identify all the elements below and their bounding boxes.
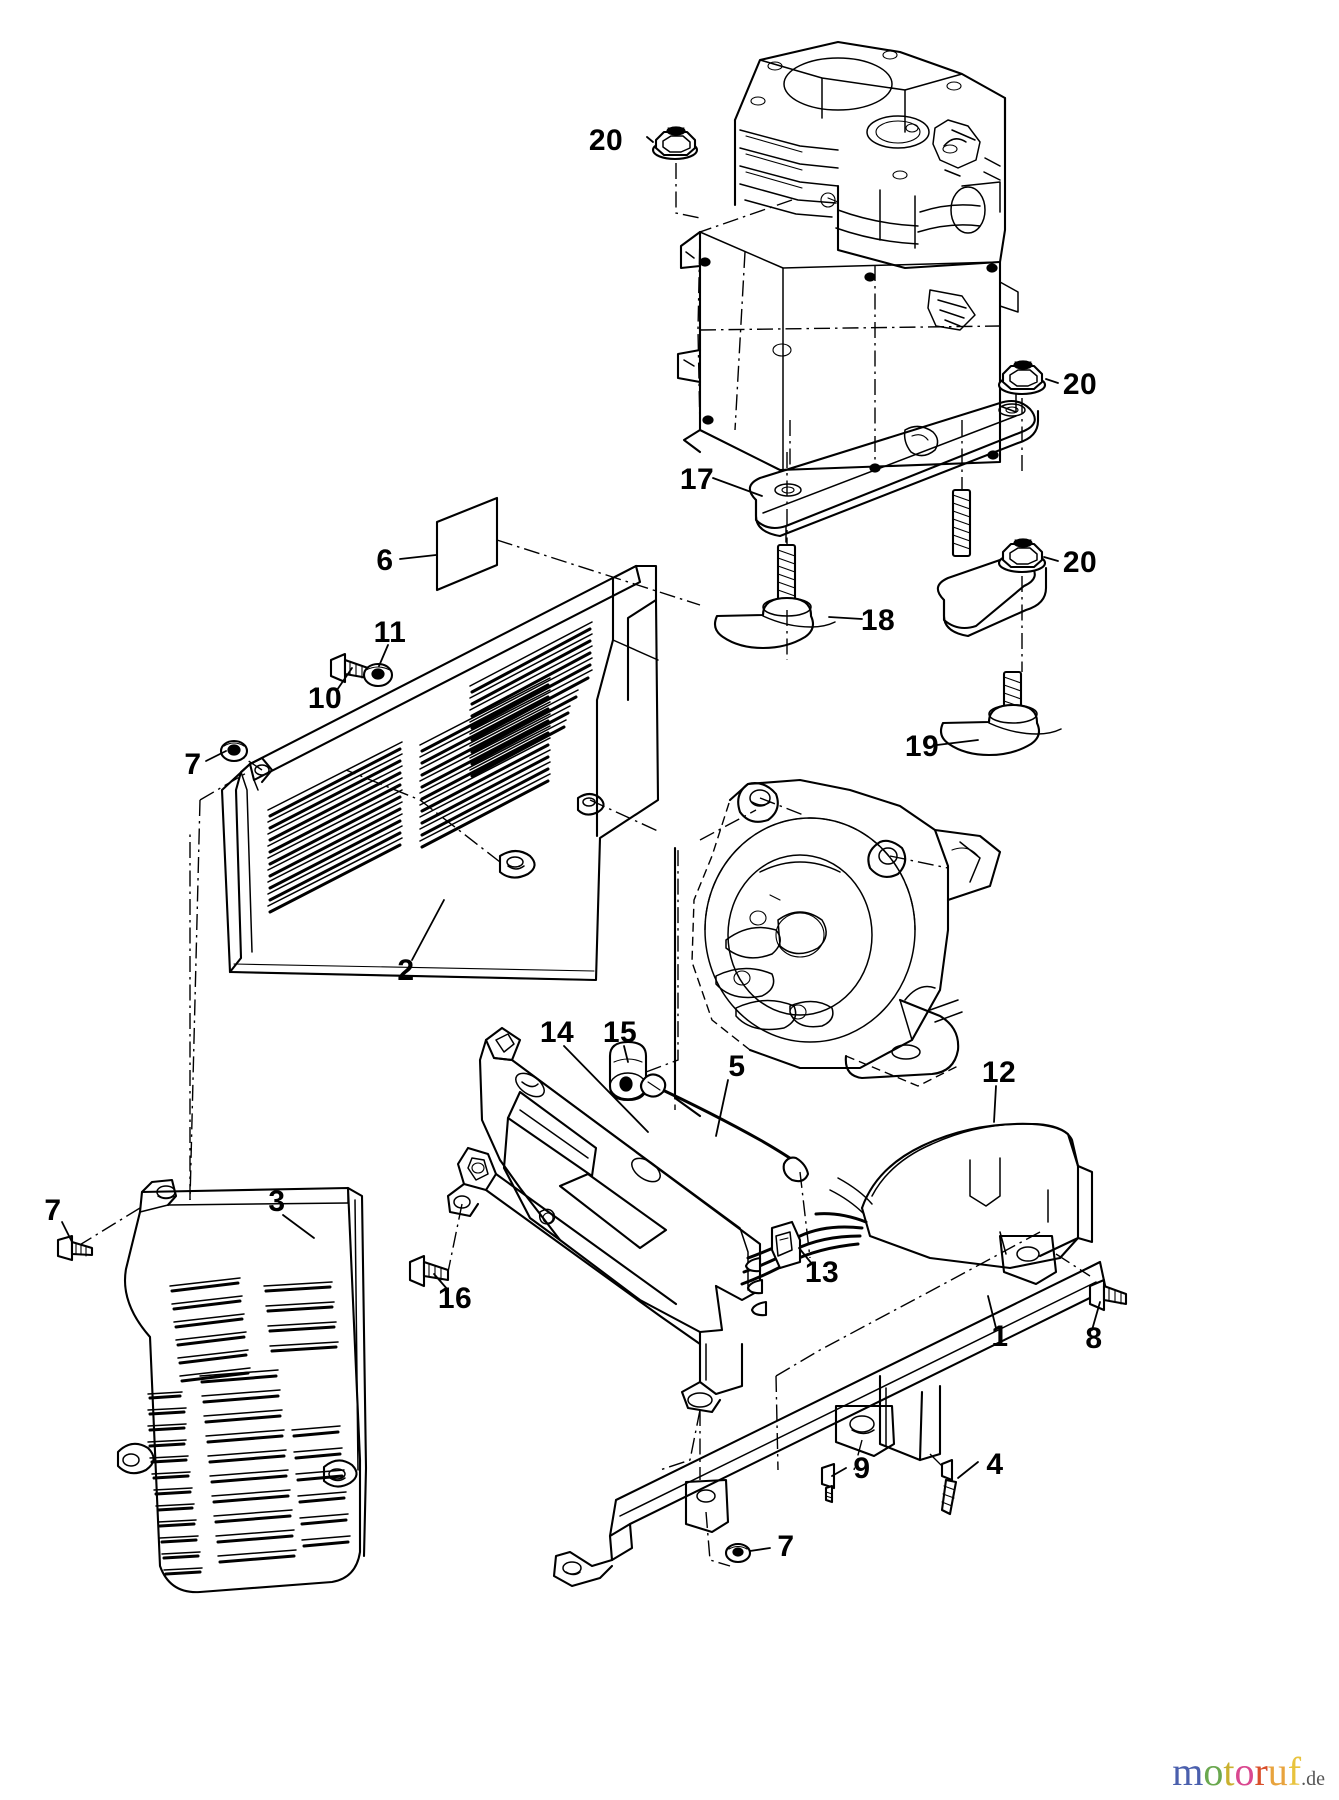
callout-16: 16 — [438, 1282, 472, 1315]
callout-9: 9 — [853, 1452, 870, 1485]
part-19-isolator — [939, 670, 1062, 757]
callout-15: 15 — [603, 1016, 637, 1049]
watermark-tld: .de — [1301, 1768, 1325, 1790]
callout-8: 8 — [1085, 1322, 1102, 1355]
callout-6: 6 — [376, 544, 393, 577]
callout-17: 17 — [680, 463, 714, 496]
part-4-self-tapping-screw — [940, 1458, 958, 1516]
callout-20-top: 20 — [589, 124, 623, 157]
callout-20-mid: 20 — [1063, 368, 1097, 401]
grille-louvers — [267, 621, 593, 914]
callout-7-left: 7 — [44, 1194, 61, 1227]
callout-7-bottom: 7 — [777, 1530, 794, 1563]
callout-1: 1 — [991, 1320, 1008, 1353]
part-16-bolt — [408, 1254, 450, 1288]
watermark-letter-m: m — [1172, 1749, 1204, 1794]
part-9-screw — [820, 1462, 836, 1504]
blower-housing — [673, 778, 1002, 1118]
motoruf-watermark: motoruf.de — [1172, 1752, 1325, 1792]
watermark-letter-u: u — [1267, 1749, 1288, 1794]
engine-assembly — [676, 40, 1019, 473]
part-5-ground-cable — [639, 1073, 811, 1259]
callout-11: 11 — [374, 616, 407, 649]
part-10-bolt — [329, 652, 370, 684]
watermark-letter-r: r — [1254, 1749, 1268, 1794]
part-7-screw-bottom — [724, 1542, 752, 1564]
callout-numbers: 20 20 20 17 18 19 6 11 10 7 2 7 3 15 14 … — [44, 124, 1102, 1563]
part-18-isolator — [713, 543, 836, 650]
callout-7-upper: 7 — [184, 748, 201, 781]
part-20-nut-mid — [951, 360, 1047, 558]
watermark-letter-f: f — [1287, 1749, 1302, 1794]
watermark-letter-t: t — [1223, 1749, 1235, 1794]
callout-5: 5 — [728, 1050, 745, 1083]
callout-13: 13 — [805, 1256, 839, 1289]
leader-lines — [61, 136, 1101, 1552]
part-11-lock-washer — [362, 662, 394, 688]
callout-4: 4 — [986, 1448, 1003, 1481]
support-bracket-14 — [446, 1026, 762, 1480]
part-13-wire-harness — [740, 1177, 873, 1317]
watermark-letter-o1: o — [1203, 1749, 1224, 1794]
part-1-frame-rail — [552, 1231, 1108, 1588]
callout-10: 10 — [308, 682, 342, 715]
part-8-bolt — [1088, 1278, 1128, 1312]
callout-19: 19 — [905, 730, 939, 763]
callout-14: 14 — [540, 1016, 574, 1049]
part-7-screw-lower-left — [56, 1234, 94, 1262]
callout-2: 2 — [397, 954, 414, 987]
grille-panel-right-assembly — [189, 496, 701, 1201]
callout-12: 12 — [982, 1056, 1016, 1089]
part-15-bushing — [608, 848, 679, 1102]
watermark-letter-o2: o — [1234, 1749, 1255, 1794]
grille-panel-left-assembly — [77, 830, 368, 1594]
callout-20-right: 20 — [1063, 546, 1097, 579]
muffler-shield-12 — [860, 1122, 1094, 1270]
engine-mount-group — [675, 163, 1062, 757]
callout-3: 3 — [268, 1185, 285, 1218]
part-20-nut-top — [651, 126, 699, 161]
part-20-nut-right — [997, 538, 1047, 574]
callout-18: 18 — [861, 604, 895, 637]
grille-louvers-left — [147, 1277, 351, 1576]
part-7-screw-upper — [219, 739, 249, 763]
